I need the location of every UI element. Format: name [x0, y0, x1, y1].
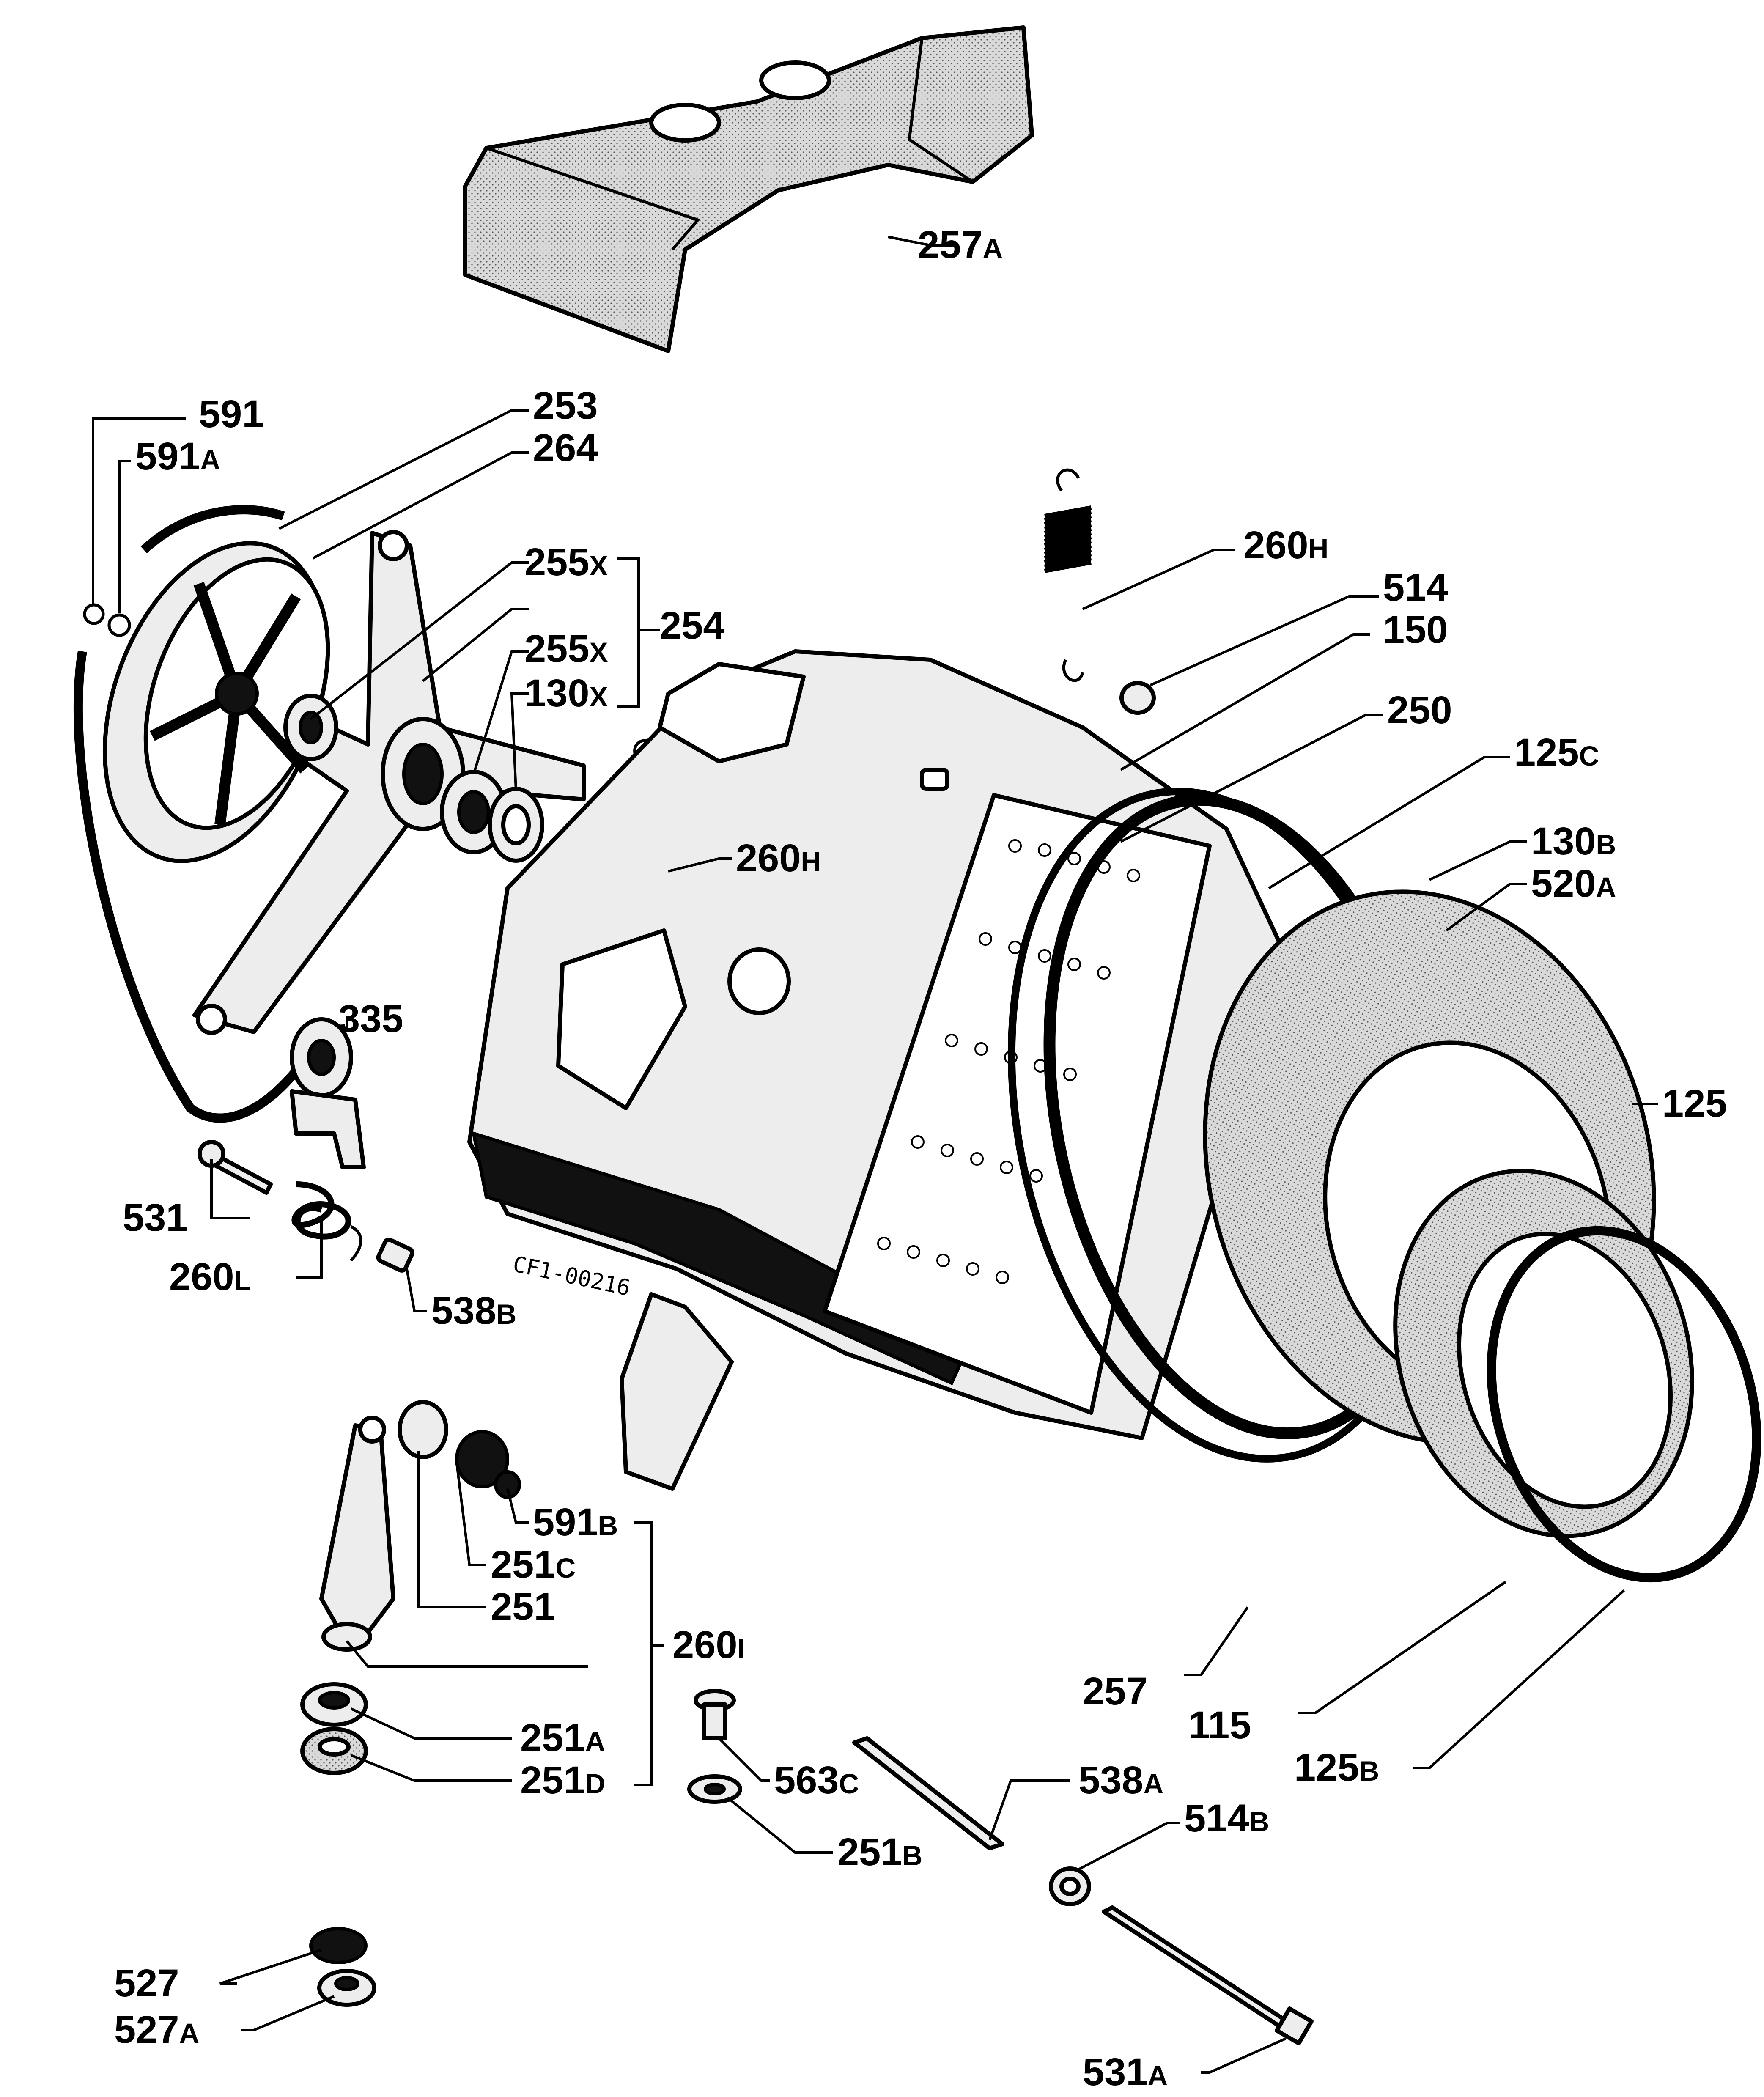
spring-260h-top	[1044, 468, 1092, 682]
rod-538a	[852, 1736, 1004, 1850]
bolt-531a-head	[1275, 2006, 1314, 2045]
label-527a: 527A	[114, 2008, 199, 2051]
label-251d: 251D	[520, 1759, 605, 1802]
washer-591a	[107, 613, 131, 637]
pulley-bracket-335	[290, 1017, 366, 1169]
bush-514b	[1049, 1866, 1091, 1906]
door-seal-115	[1393, 1169, 1694, 1538]
label-531a: 531A	[1083, 2050, 1168, 2094]
label-251b: 251B	[837, 1831, 922, 1874]
label-531: 531	[123, 1196, 188, 1239]
bolt-531a	[1102, 1905, 1296, 2032]
label-335: 335	[338, 997, 403, 1040]
grommet-251a	[300, 1682, 368, 1727]
label-254: 254	[660, 604, 725, 647]
part-labels: 257A 591 591A 253 264 255X 254 255X 130X…	[114, 223, 1727, 2094]
nut-527	[309, 1927, 368, 1964]
label-115: 115	[1188, 1704, 1251, 1747]
label-250: 250	[1387, 689, 1452, 732]
spring-260l	[291, 1181, 351, 1240]
label-255x-outer: 255X	[524, 541, 608, 584]
washer-251b	[687, 1774, 742, 1804]
label-260h-side: 260H	[736, 837, 821, 880]
nut-514	[1119, 681, 1156, 715]
circlip-591	[83, 603, 105, 625]
spring-260l-tail	[350, 1225, 362, 1262]
label-520a: 520A	[1531, 862, 1616, 905]
label-527: 527	[114, 1962, 179, 2005]
counterweight-257a	[463, 25, 1034, 353]
label-260i: 260I	[672, 1623, 745, 1666]
label-251a: 251A	[520, 1716, 605, 1759]
grommet-251d	[300, 1727, 368, 1775]
pulley-253	[102, 541, 330, 863]
label-125b: 125B	[1294, 1746, 1379, 1789]
leader-lines	[92, 236, 1658, 2074]
label-255x-inner: 255X	[524, 627, 608, 670]
label-251: 251	[491, 1585, 556, 1628]
label-150: 150	[1383, 608, 1448, 651]
label-130x: 130X	[524, 672, 608, 715]
label-514b: 514B	[1184, 1797, 1269, 1840]
label-591b: 591B	[533, 1501, 618, 1544]
bolt-563c	[694, 1689, 736, 1740]
seal-130x	[488, 787, 544, 863]
damper-bush-538b	[376, 1238, 414, 1273]
label-538b: 538B	[431, 1289, 516, 1332]
label-591a: 591A	[135, 435, 220, 478]
label-257a: 257A	[918, 223, 1003, 266]
belt-segment	[140, 505, 285, 554]
label-264: 264	[533, 426, 598, 469]
damper-cap-251	[398, 1400, 448, 1459]
label-591: 591	[199, 393, 264, 436]
label-260h-top: 260H	[1243, 524, 1328, 567]
label-538a: 538A	[1078, 1759, 1163, 1802]
damper-cap-251c	[455, 1430, 509, 1488]
manufacturer-stamp: CF1-00216	[510, 1252, 632, 1301]
drive-belt	[73, 651, 326, 1123]
label-514: 514	[1383, 566, 1448, 609]
label-563c: 563C	[774, 1759, 859, 1802]
label-253: 253	[533, 384, 598, 427]
clamp-ring-125b	[1487, 1226, 1761, 1583]
label-125c: 125C	[1514, 731, 1599, 774]
nut-591b	[494, 1470, 521, 1499]
bearing-255x-outer	[283, 694, 338, 761]
label-260l: 260L	[169, 1255, 251, 1298]
label-251c: 251C	[491, 1543, 576, 1586]
suspension-leg-260i	[319, 1416, 395, 1652]
label-125: 125	[1662, 1082, 1727, 1125]
label-130b: 130B	[1531, 820, 1616, 863]
label-257: 257	[1083, 1670, 1148, 1713]
